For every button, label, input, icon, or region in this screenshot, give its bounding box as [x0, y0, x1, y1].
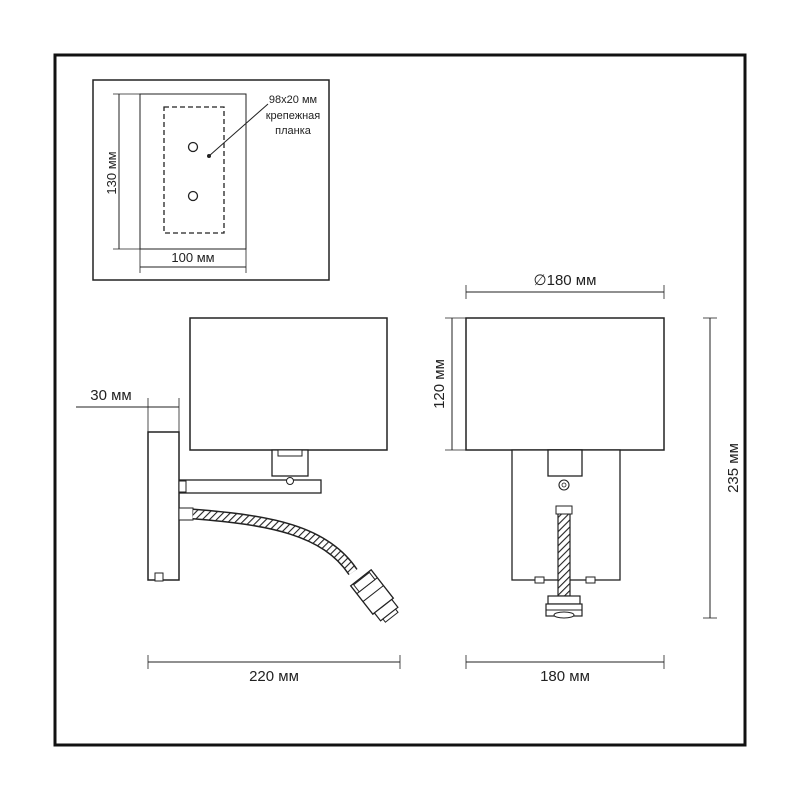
screw-hole-top — [187, 141, 199, 153]
screw-hole-bottom — [187, 190, 199, 202]
front-foot-left — [534, 576, 545, 584]
plate-label-line1: крепежная — [266, 110, 321, 122]
side-view: 30 мм 220 мм — [76, 317, 401, 685]
side-arm-nut — [286, 477, 294, 485]
plate-size-label: 98x20 мм — [269, 94, 317, 106]
inset-width-label: 100 мм — [171, 250, 214, 265]
front-width-label: 180 мм — [540, 668, 590, 685]
back-plate — [139, 93, 247, 250]
side-arm-joint — [178, 480, 187, 493]
side-lamp-holder-cap — [277, 449, 303, 457]
shade-height-label: 120 мм — [431, 359, 448, 409]
leader-line — [208, 103, 269, 157]
plate-label-line2: планка — [275, 125, 312, 137]
side-shade — [189, 317, 388, 451]
front-shade — [465, 317, 665, 451]
side-gooseneck-braid — [192, 510, 357, 575]
front-arm-nut-inner — [561, 482, 567, 488]
total-height-label: 235 мм — [725, 443, 742, 493]
inset-height-label: 130 мм — [104, 151, 119, 194]
outer-frame — [53, 53, 747, 747]
side-gooseneck-joint — [178, 507, 194, 521]
front-reading-light — [545, 595, 583, 619]
depth-label: 30 мм — [90, 387, 131, 404]
side-width-label: 220 мм — [249, 668, 299, 685]
front-gooseneck — [557, 507, 571, 597]
front-view: ∅180 мм 120 мм 235 мм 180 мм — [431, 272, 742, 685]
side-switch — [154, 572, 164, 582]
side-arm — [177, 479, 322, 494]
side-wall-plate — [147, 431, 180, 581]
front-gooseneck-joint — [555, 505, 573, 515]
side-reading-light — [349, 568, 399, 623]
inset-mounting-plate: 98x20 мм крепежная планка 130 мм 100 мм — [92, 79, 330, 281]
mounting-bracket-outline — [163, 106, 225, 234]
front-lamp-holder-over — [547, 449, 583, 477]
front-foot-right — [585, 576, 596, 584]
shade-diameter-label: ∅180 мм — [534, 272, 597, 289]
